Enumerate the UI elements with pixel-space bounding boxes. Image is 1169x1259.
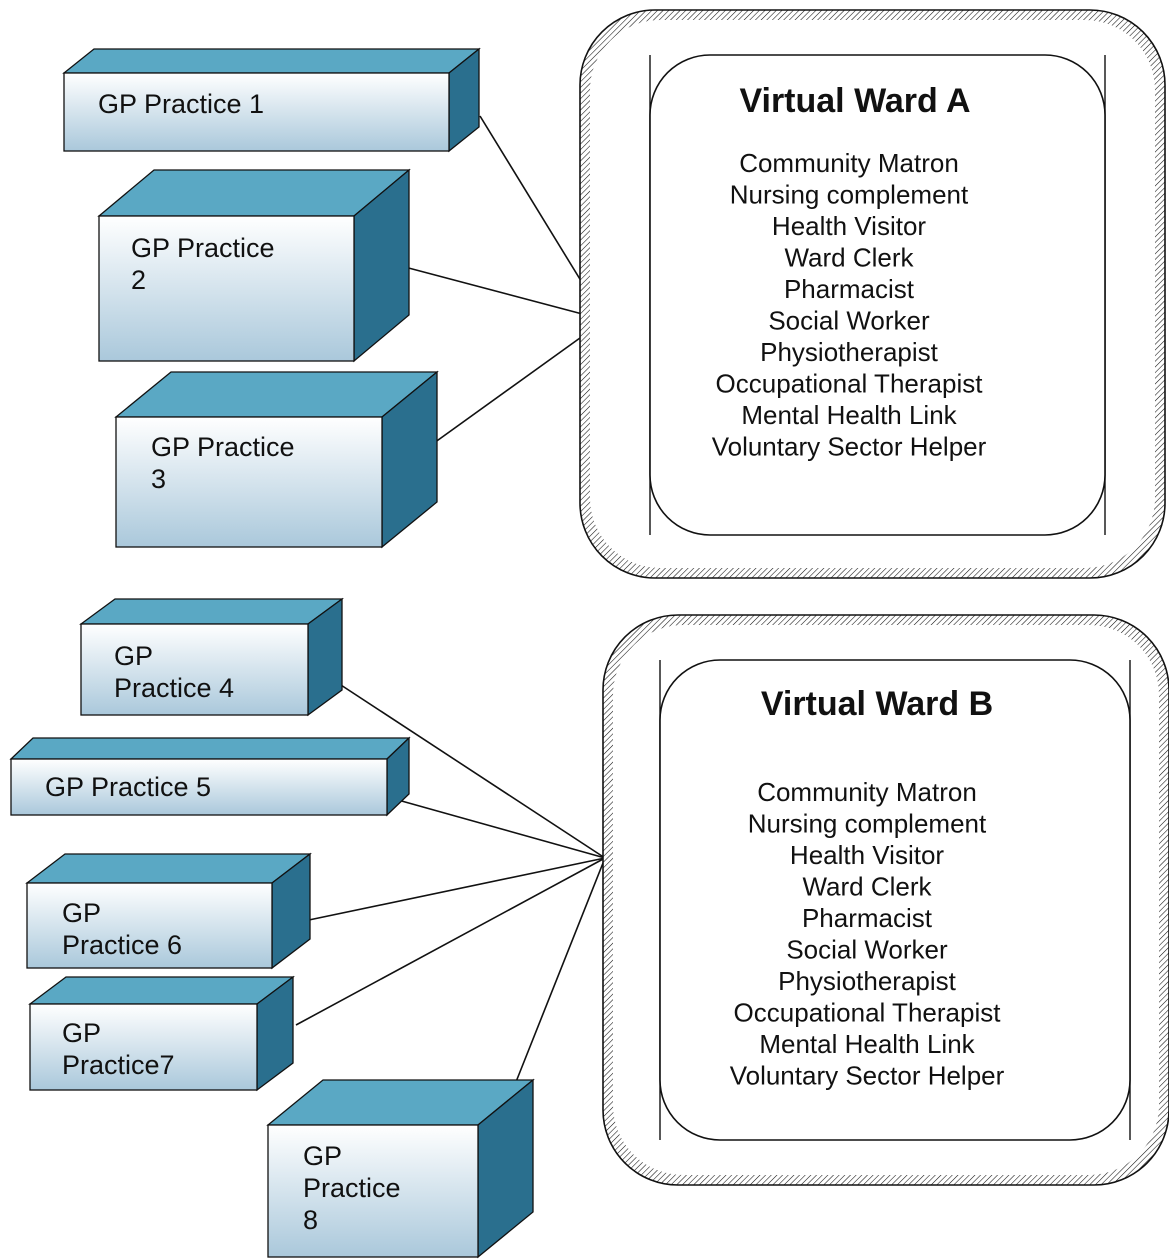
ward-a-panel (649, 54, 1106, 536)
ward-b-member: Pharmacist (802, 903, 933, 933)
ward-a-member: Health Visitor (772, 211, 926, 241)
ward-a-member: Community Matron (739, 148, 959, 178)
ward-b-member: Health Visitor (790, 840, 944, 870)
gp-practice-label: 8 (303, 1205, 318, 1235)
box-top-face (114, 371, 439, 418)
box-front-face (63, 72, 450, 152)
box-top-face (28, 976, 295, 1005)
ward-a-member: Physiotherapist (760, 337, 939, 367)
ward-a-member: Ward Clerk (784, 243, 914, 273)
box-top-face (79, 598, 344, 625)
ward-b-title: Virtual Ward B (761, 685, 993, 723)
ward-a-member: Mental Health Link (741, 400, 957, 430)
connector-gp2-ward-a (400, 265, 606, 321)
ward-a-title: Virtual Ward A (739, 82, 970, 120)
ward-b-member: Ward Clerk (802, 872, 932, 902)
ward-b-member: Physiotherapist (778, 966, 957, 996)
ward-b-member: Community Matron (757, 777, 977, 807)
gp-practice-label: 3 (151, 464, 166, 494)
box-top-face (9, 737, 411, 760)
gp-practice-label: Practice (303, 1173, 401, 1203)
ward-b-member: Occupational Therapist (734, 998, 1002, 1028)
ward-a-member: Social Worker (768, 306, 930, 336)
gp-practice-label: GP (303, 1141, 342, 1171)
ward-a-member: Voluntary Sector Helper (712, 432, 987, 462)
gp-practice-label: Practice 4 (114, 673, 234, 703)
box-front-face (98, 215, 355, 362)
gp-practice-label: GP (62, 1018, 101, 1048)
ward-a-member: Pharmacist (784, 274, 915, 304)
box-front-face (115, 416, 383, 548)
connector-gp4-ward-b (317, 669, 606, 859)
gp-practice-label: 2 (131, 265, 146, 295)
gp-practice-label: GP Practice 1 (98, 89, 264, 119)
ward-a-member: Nursing complement (730, 180, 969, 210)
box-top-face (25, 853, 312, 884)
gp-practice-box-1: GP Practice 1 (62, 47, 481, 153)
box-front-face (26, 882, 273, 969)
ward-b-member: Mental Health Link (759, 1029, 975, 1059)
connector-gp5-ward-b (397, 799, 606, 859)
gp-practice-label: Practice7 (62, 1050, 175, 1080)
box-front-face (80, 623, 309, 716)
connector-gp8-ward-b (507, 857, 606, 1103)
connector-gp6-ward-b (284, 857, 606, 926)
gp-practice-label: GP (62, 898, 101, 928)
gp-practice-label: GP Practice (131, 233, 275, 263)
ward-b-member: Social Worker (786, 935, 948, 965)
box-front-face (29, 1003, 258, 1091)
ward-b-member: Voluntary Sector Helper (730, 1061, 1005, 1091)
gp-practice-label: GP Practice (151, 432, 295, 462)
ward-a-member: Occupational Therapist (716, 369, 984, 399)
connector-gp7-ward-b (295, 857, 606, 1026)
box-top-face (62, 48, 481, 74)
box-front-face (10, 758, 388, 816)
ward-b-panel (659, 659, 1131, 1141)
box-front-face (267, 1124, 479, 1258)
gp-practice-label: Practice 6 (62, 930, 182, 960)
gp-practice-label: GP (114, 641, 153, 671)
gp-practice-box-5: GP Practice 5 (9, 736, 411, 817)
gp-practice-label: GP Practice 5 (45, 772, 211, 802)
ward-b-member: Nursing complement (748, 809, 987, 839)
